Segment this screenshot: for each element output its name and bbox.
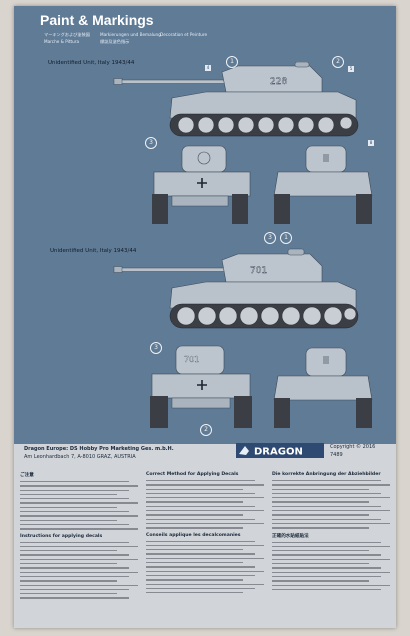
callout-3: 3	[145, 137, 157, 149]
scheme-2-rear-number: 701	[184, 355, 199, 364]
copyright: Copyright © 2016	[330, 444, 376, 450]
marker-square: 5	[348, 66, 354, 72]
scheme-1-side-view: 228	[113, 62, 359, 137]
scheme-2-turret-number: 701	[250, 266, 267, 276]
instruction-panel	[14, 444, 396, 628]
col-2-title-b: Conseils applique les decalcomanies	[146, 532, 241, 538]
subtitle-de: Markierungen und Bemalung	[100, 32, 161, 37]
scheme-1-rear-view	[152, 145, 251, 224]
scheme-2-label: Unidentified Unit, Italy 1943/44	[50, 248, 137, 254]
subtitle-jp: マーキングおよび塗装図	[44, 32, 90, 37]
instructions-col-1: ご注意 Instructions for applying decals	[20, 472, 138, 599]
dragon-europe-line2: Am Leonhardbach 7, A-8010 GRAZ, AUSTRIA	[24, 454, 136, 460]
scheme-1-front-view	[273, 145, 373, 224]
col-3-title-b: 正確的水貼紙貼法	[272, 533, 309, 539]
subtitle-zh: 標誌及塗色指示	[100, 39, 130, 44]
subtitle-it: Marche & Pittura	[44, 39, 80, 44]
scheme-2-side-view: 701	[113, 248, 359, 329]
subtitle-fr: Decoration et Peinture	[160, 32, 208, 37]
callout-2: 2	[332, 56, 344, 68]
col-3-title-a: Die korrekte Anbringung der Abziehbilder	[272, 472, 381, 477]
dragon-europe-line1: Dragon Europe: DS Hobby Pro Marketing Ge…	[24, 446, 174, 452]
scheme-2-front-view	[273, 347, 373, 428]
kit-number: 7489	[330, 452, 343, 458]
col-1-title-a: ご注意	[20, 473, 34, 478]
callout-2: 2	[200, 424, 212, 436]
marker-square: 4	[205, 65, 211, 71]
col-1-title-b: Instructions for applying decals	[20, 533, 103, 539]
dragon-logo: DRAGON	[236, 443, 324, 458]
col-2-title-a: Correct Method for Applying Decals	[146, 472, 239, 477]
callout-1: 1	[280, 232, 292, 244]
callout-1: 1	[226, 56, 238, 68]
instructions-col-2: Correct Method for Applying Decals Conse…	[146, 472, 264, 594]
callout-3: 3	[264, 232, 276, 244]
scheme-2-rear-view: 701	[150, 345, 252, 428]
callout-3: 3	[150, 342, 162, 354]
instructions-col-3: Die korrekte Anbringung der Abziehbilder…	[272, 472, 390, 591]
brand-text: DRAGON	[254, 447, 303, 458]
page-title: Paint & Markings	[40, 12, 154, 28]
scheme-1-turret-number: 228	[270, 77, 287, 87]
marker-square: 8	[368, 140, 374, 146]
scheme-1-label: Unidentified Unit, Italy 1943/44	[48, 60, 135, 66]
